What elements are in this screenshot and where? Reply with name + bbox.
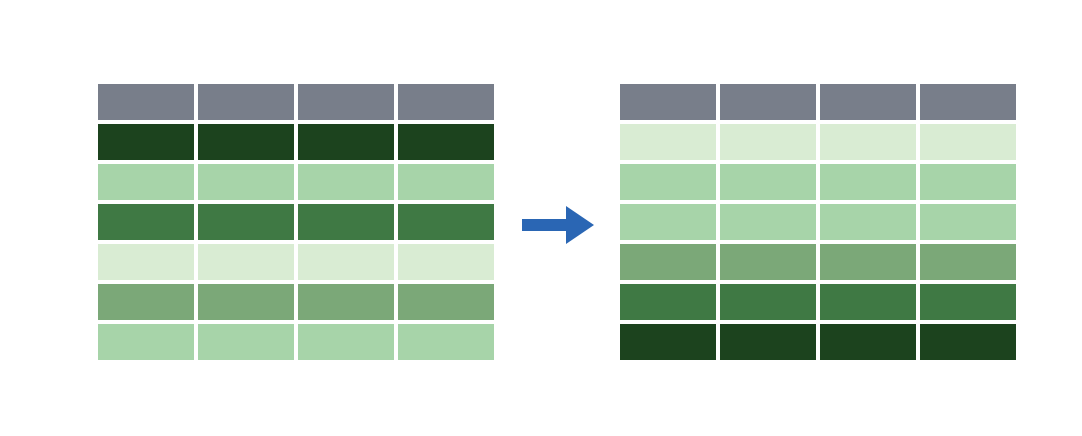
table-cell — [820, 284, 916, 320]
table-cell — [820, 244, 916, 280]
table-cell — [720, 204, 816, 240]
table-cell — [98, 244, 194, 280]
table-cell — [620, 124, 716, 160]
table-cell — [198, 204, 294, 240]
table-cell — [98, 164, 194, 200]
table-cell — [298, 244, 394, 280]
table-cell — [198, 164, 294, 200]
table-cell — [298, 124, 394, 160]
table-cell — [98, 124, 194, 160]
table-cell — [198, 284, 294, 320]
table-cell — [920, 324, 1016, 360]
table-cell — [398, 204, 494, 240]
table-before — [98, 84, 494, 360]
table-cell — [920, 124, 1016, 160]
table-cell — [298, 324, 394, 360]
table-cell — [920, 164, 1016, 200]
table-cell — [720, 164, 816, 200]
table-cell — [198, 244, 294, 280]
table-header-cell — [620, 84, 716, 120]
table-cell — [820, 324, 916, 360]
table-cell — [920, 244, 1016, 280]
table-after — [620, 84, 1016, 360]
table-cell — [398, 244, 494, 280]
table-cell — [720, 284, 816, 320]
table-cell — [620, 244, 716, 280]
table-cell — [398, 324, 494, 360]
table-header-cell — [720, 84, 816, 120]
table-cell — [398, 164, 494, 200]
table-cell — [198, 124, 294, 160]
table-cell — [920, 284, 1016, 320]
table-cell — [820, 204, 916, 240]
table-cell — [398, 124, 494, 160]
table-cell — [720, 124, 816, 160]
table-cell — [198, 324, 294, 360]
table-header-cell — [820, 84, 916, 120]
table-header-cell — [398, 84, 494, 120]
table-cell — [98, 204, 194, 240]
table-cell — [720, 244, 816, 280]
table-header-cell — [298, 84, 394, 120]
right-arrow-icon — [522, 206, 594, 244]
table-cell — [620, 164, 716, 200]
table-cell — [720, 324, 816, 360]
table-cell — [98, 324, 194, 360]
table-header-cell — [198, 84, 294, 120]
table-cell — [298, 164, 394, 200]
table-cell — [620, 324, 716, 360]
table-cell — [298, 284, 394, 320]
table-cell — [398, 284, 494, 320]
table-cell — [820, 164, 916, 200]
table-cell — [820, 124, 916, 160]
table-cell — [620, 204, 716, 240]
table-cell — [98, 284, 194, 320]
table-cell — [620, 284, 716, 320]
table-cell — [920, 204, 1016, 240]
table-header-cell — [98, 84, 194, 120]
table-cell — [298, 204, 394, 240]
table-header-cell — [920, 84, 1016, 120]
